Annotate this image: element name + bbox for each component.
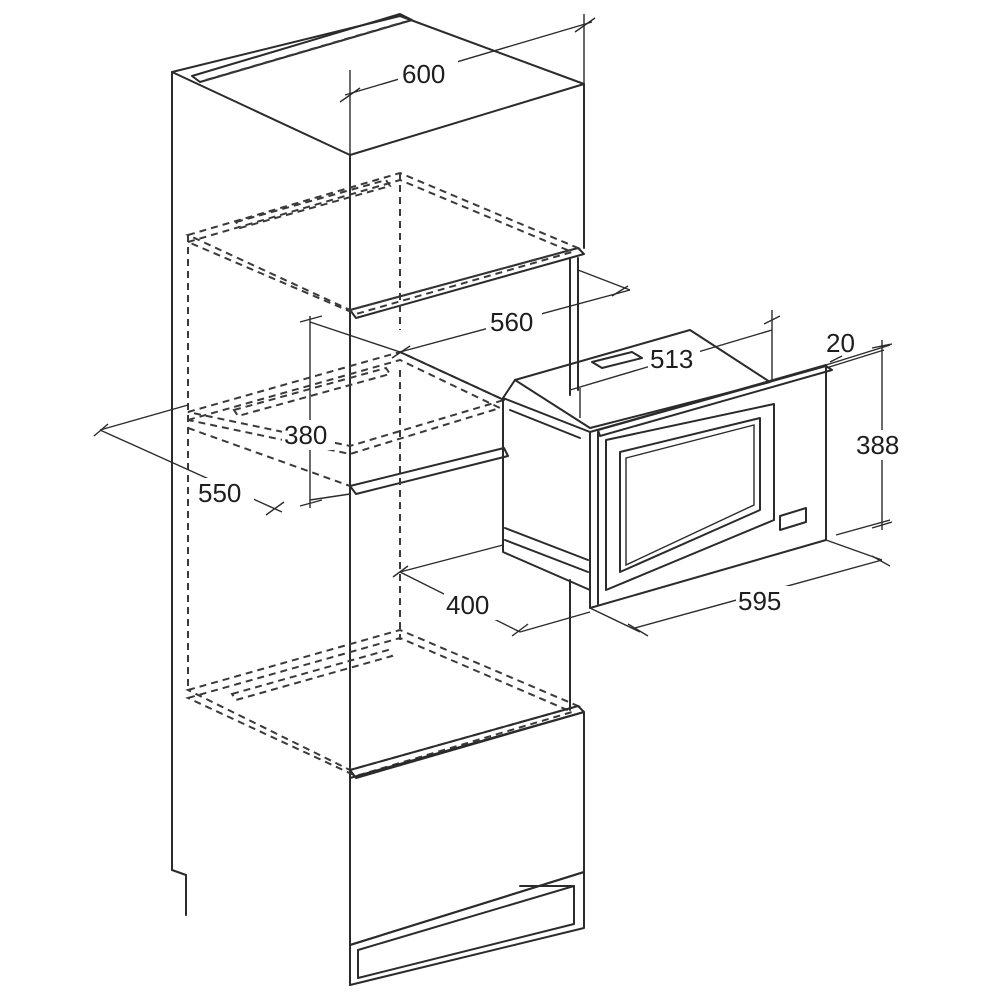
tall-cabinet	[171, 13, 585, 986]
control-display-icon	[779, 507, 807, 531]
upper-shelf-outline	[185, 171, 582, 312]
dim-label-388: 388	[856, 430, 899, 460]
opening-top-outline	[187, 350, 507, 448]
dim-label-400: 400	[446, 590, 489, 620]
microwave-window	[619, 417, 761, 573]
cabinet-top-rail	[191, 13, 413, 83]
dim-label-595: 595	[738, 586, 781, 616]
microwave-door	[605, 403, 775, 591]
dimension-labels: 600 560 550 380 400 513 20 388 595	[196, 56, 906, 620]
dim-label-20: 20	[826, 328, 855, 358]
dim-label-513: 513	[650, 344, 693, 374]
dimension-lines	[93, 14, 893, 637]
microwave-housing-side	[502, 397, 591, 591]
dim-label-380: 380	[284, 420, 327, 450]
dim-label-560: 560	[490, 307, 533, 337]
microwave-appliance	[502, 329, 833, 609]
plinth	[349, 871, 585, 986]
top-vent-icon	[591, 351, 643, 369]
dim-label-550: 550	[198, 478, 241, 508]
dim-label-600: 600	[402, 59, 445, 89]
opening-bottom-front	[349, 447, 509, 495]
base-drawer-front	[349, 711, 585, 946]
